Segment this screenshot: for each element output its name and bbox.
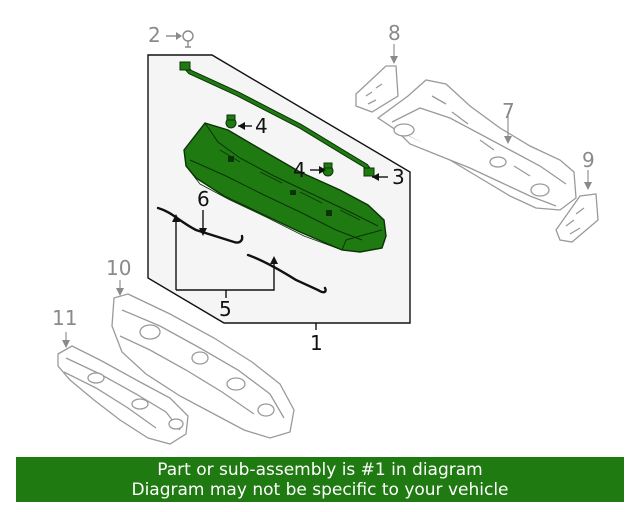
fastener-part[interactable] [166, 30, 194, 48]
callout-2: 2 [148, 23, 161, 47]
dash-panel-part-7[interactable] [376, 79, 577, 211]
callout-3: 3 [392, 165, 405, 189]
callout-5: 5 [219, 297, 232, 321]
cowl-panel-part[interactable] [183, 122, 387, 253]
bracket-part-8[interactable] [355, 44, 399, 113]
banner-line-2: Diagram may not be specific to your vehi… [131, 479, 509, 500]
bulkhead-part-10[interactable] [111, 280, 295, 439]
leader-arrowheads [172, 122, 379, 264]
banner-line-1: Part or sub-assembly is #1 in diagram [157, 459, 483, 480]
callout-9: 9 [582, 148, 595, 172]
weatherstrip-part[interactable] [156, 206, 327, 294]
callout-7: 7 [502, 99, 515, 123]
callout-11: 11 [52, 306, 77, 330]
callout-1: 1 [310, 331, 323, 355]
parts-diagram: 1 2 3 4 4 5 6 7 8 9 10 11 [52, 21, 599, 445]
seal-strip-part[interactable] [179, 61, 375, 177]
info-banner: Part or sub-assembly is #1 in diagram Di… [16, 457, 624, 502]
callout-4a: 4 [255, 114, 268, 138]
bracket-part-9[interactable] [555, 170, 599, 243]
callout-4b: 4 [293, 158, 306, 182]
callout-6: 6 [197, 187, 210, 211]
callout-8: 8 [388, 21, 401, 45]
clip-part[interactable] [225, 114, 334, 177]
crossmember-part-11[interactable] [57, 332, 189, 445]
callout-10: 10 [106, 256, 131, 280]
